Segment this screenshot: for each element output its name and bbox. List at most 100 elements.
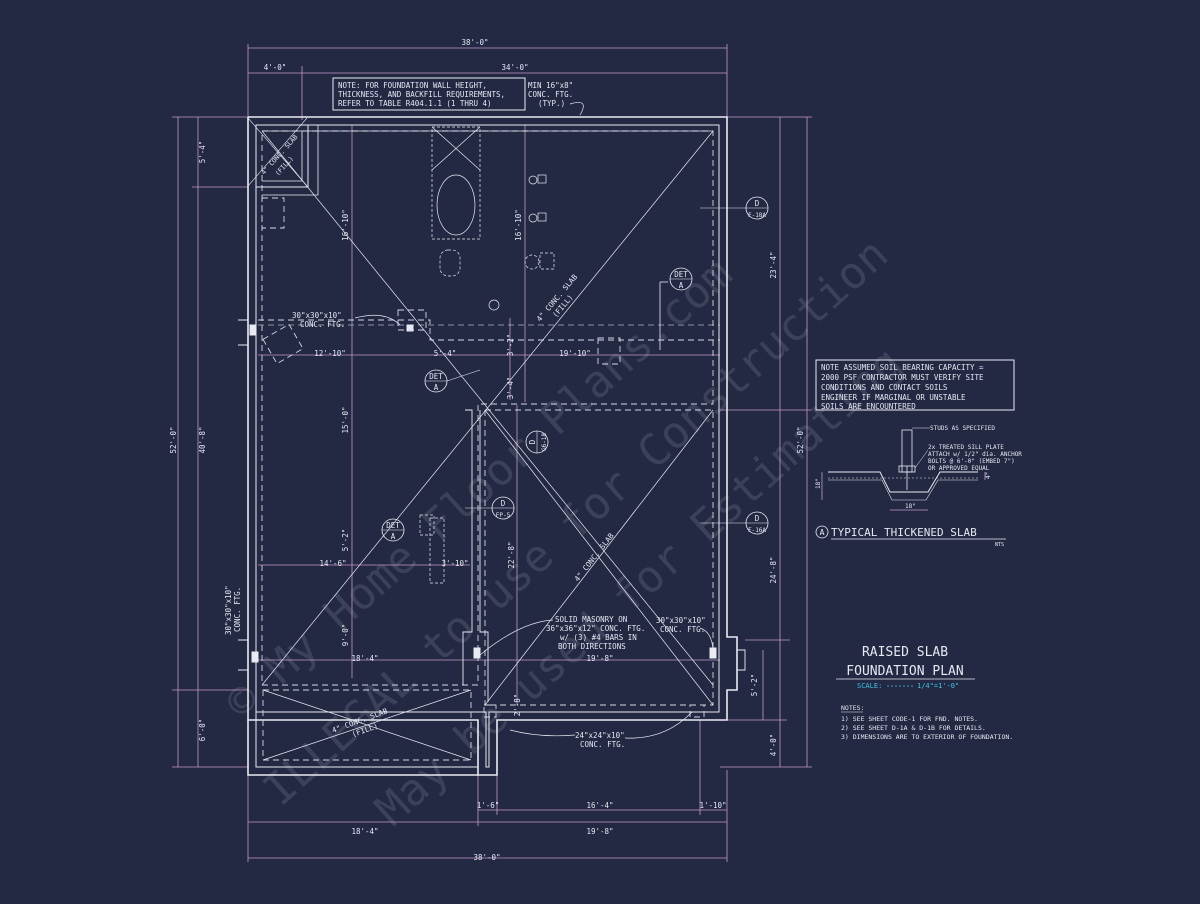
svg-text:G6-18: G6-18 <box>541 433 548 451</box>
svg-text:A: A <box>391 532 396 541</box>
dim-right-23: 23'-4" <box>769 251 778 278</box>
svg-text:DET: DET <box>429 372 443 381</box>
dim-right-24: 24'-8" <box>769 556 778 583</box>
svg-text:ENGINEER IF MARGINAL OR UNSTAB: ENGINEER IF MARGINAL OR UNSTABLE <box>821 393 966 402</box>
svg-text:NOTE ASSUMED SOIL BEARING CAPA: NOTE ASSUMED SOIL BEARING CAPACITY = <box>821 363 984 372</box>
note-3: 3) DIMENSIONS ARE TO EXTERIOR OF FOUNDAT… <box>841 733 1013 741</box>
ftg-30-b-line-1: 30"x30"x10" <box>224 585 233 635</box>
svg-text:SOILS ARE ENCOUNTERED: SOILS ARE ENCOUNTERED <box>821 402 916 411</box>
tag-d-fp5[interactable]: D FP-5 <box>465 496 515 520</box>
ftg-30-b-line-2: CONC. FTG. <box>233 587 242 632</box>
top-note-line-3: REFER TO TABLE R404.1.1 (1 THRU 4) <box>338 99 492 108</box>
svg-text:F-16A: F-16A <box>748 527 766 534</box>
dim-int-18-4: 18'-4" <box>351 654 378 663</box>
ftg-24-line-2: CONC. FTG. <box>580 740 625 749</box>
tag-d-g618[interactable]: D G6-18 <box>525 430 549 454</box>
title-line-2: FOUNDATION PLAN <box>846 664 963 679</box>
plumbing-fixtures <box>419 126 555 584</box>
dim-top-left: 4'-0" <box>264 63 287 72</box>
tag-det-a-1[interactable]: DET A <box>669 267 693 291</box>
dim-left-bottom: 6'-0" <box>198 719 207 742</box>
detail-dim-4: 4" <box>985 472 992 479</box>
svg-text:A: A <box>434 383 439 392</box>
dim-int-16-b: 16'-10" <box>514 209 523 241</box>
tag-det-a-3[interactable]: DET A <box>381 518 405 542</box>
detail-dim-18-b: 18" <box>905 503 916 510</box>
svg-text:D: D <box>755 199 760 208</box>
svg-text:2000 PSF CONTRACTOR MUST VERIF: 2000 PSF CONTRACTOR MUST VERIFY SITE <box>821 373 984 382</box>
dim-int-14: 14'-6" <box>319 559 346 568</box>
svg-text:DET: DET <box>386 521 400 530</box>
slab-diagonals <box>261 130 714 761</box>
detail-sill-1: 2x TREATED SILL PLATE <box>928 444 1004 451</box>
dim-int-2-8: 2'-8" <box>513 694 522 717</box>
title-line-1: RAISED SLAB <box>862 645 948 660</box>
note-1: 1) SEE SHEET CODE-1 FOR FND. NOTES. <box>841 715 978 723</box>
dim-bot-16-4: 16'-4" <box>586 801 613 810</box>
detail-sill-4: OR APPROVED EQUAL <box>928 465 990 472</box>
ftg-24-line-1: 24"x24"x10" <box>575 731 625 740</box>
detail-nts: NTS <box>995 542 1004 548</box>
dim-int-15: 15'-0" <box>341 406 350 433</box>
detail-studs: STUDS AS SPECIFIED <box>930 425 995 432</box>
tag-d-f18a[interactable]: D F-18A <box>700 196 769 220</box>
dim-int-22: 22'-8" <box>507 541 516 568</box>
ftg-30-c-line-1: 30"x30"x10" <box>656 616 706 625</box>
ftg-30-a-line-2: CONC. FTG. <box>300 320 345 329</box>
detail-title: TYPICAL THICKENED SLAB <box>831 526 977 539</box>
svg-text:CONDITIONS AND CONTACT SOILS: CONDITIONS AND CONTACT SOILS <box>821 383 948 392</box>
detail-sill-3: BOLTS @ 6'-0" (EMBED 7") <box>928 458 1015 465</box>
dim-bot-18-4: 18'-4" <box>351 827 378 836</box>
detail-tags: DET A DET A DET A D F-18A D F-16A <box>381 196 769 542</box>
dim-int-16-a: 16'-10" <box>341 209 350 241</box>
detail-sill-2: ATTACH w/ 1/2" dia. ANCHOR <box>928 451 1022 458</box>
svg-text:DET: DET <box>674 270 688 279</box>
watermark-line-3: May be used for Estimating <box>366 337 912 836</box>
dim-int-19-8: 19'-8" <box>586 654 613 663</box>
min-ftg-line-3: (TYP.) <box>538 99 565 108</box>
dim-overall-width: 38'-0" <box>461 38 488 47</box>
dim-int-9: 9'-0" <box>341 624 350 647</box>
min-ftg-line-1: MIN 16"x8" <box>528 81 573 90</box>
note-2: 2) SEE SHEET D-1A & D-1B FOR DETAILS. <box>841 724 986 732</box>
dim-int-3-10: 3'-10" <box>441 559 468 568</box>
top-note-line-1: NOTE: FOR FOUNDATION WALL HEIGHT, <box>338 81 487 90</box>
min-ftg-line-2: CONC. FTG. <box>528 90 573 99</box>
dim-int-3-4: 3'-4" <box>506 377 515 400</box>
dim-right-52: 52'-0" <box>796 426 805 453</box>
dimension-lines <box>172 44 812 862</box>
dim-int-3-2: 3'-2" <box>506 334 515 357</box>
scale-label: SCALE: <box>857 682 882 690</box>
thickened-slab-detail: STUDS AS SPECIFIED 2x TREATED SILL PLATE… <box>815 425 1022 548</box>
dim-bot-19-8: 19'-8" <box>586 827 613 836</box>
dim-right-5: 5'-2" <box>750 674 759 697</box>
tag-d-f16a[interactable]: D F-16A <box>700 511 769 535</box>
svg-text:D: D <box>501 499 506 508</box>
dim-bot-1-6: 1'-6" <box>477 801 500 810</box>
detail-marker: A <box>820 528 825 537</box>
title-block: RAISED SLAB FOUNDATION PLAN SCALE: 1/4"=… <box>836 645 1013 741</box>
dim-bot-1-10: 1'-10" <box>699 801 726 810</box>
detail-dim-18-a: 18" <box>815 478 822 489</box>
dim-top-right: 34'-0" <box>501 63 528 72</box>
dimension-labels: 38'-0" 4'-0" 34'-0" 5'-4" 40'-8" 52'-0" … <box>169 38 805 862</box>
svg-text:F-18A: F-18A <box>748 212 766 219</box>
dim-left-52: 52'-0" <box>169 426 178 453</box>
dim-int-12: 12'-10" <box>314 349 346 358</box>
top-note-line-2: THICKNESS, AND BACKFILL REQUIREMENTS, <box>338 90 505 99</box>
dim-bot-38: 38'-0" <box>473 853 500 862</box>
scale-value: 1/4"=1'-0" <box>917 682 959 690</box>
masonry-line-4: BOTH DIRECTIONS <box>558 642 626 651</box>
svg-text:D: D <box>528 439 537 444</box>
soil-note: NOTE ASSUMED SOIL BEARING CAPACITY = 200… <box>815 359 1015 411</box>
masonry-line-1: SOLID MASONRY ON <box>555 615 627 624</box>
masonry-line-2: 36"x36"x12" CONC. FTG. <box>546 624 645 633</box>
dim-left-top: 5'-4" <box>198 141 207 164</box>
tag-det-a-2[interactable]: DET A <box>424 369 481 393</box>
ftg-30-c-line-2: CONC. FTG. <box>660 625 705 634</box>
notes-label: NOTES: <box>841 704 864 712</box>
ftg-30-a-line-1: 30"x30"x10" <box>292 311 342 320</box>
svg-text:FP-5: FP-5 <box>496 512 511 519</box>
